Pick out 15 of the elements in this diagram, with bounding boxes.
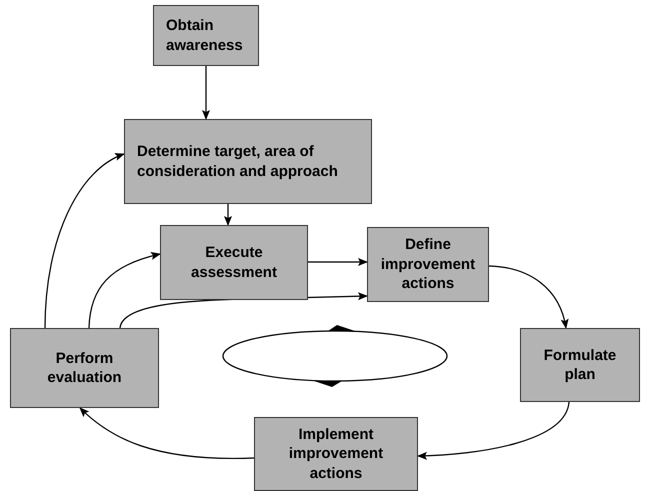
arrow [488, 265, 568, 329]
process-box: Define improvement actions [367, 227, 489, 302]
arrow [44, 153, 125, 328]
process-box: Perform evaluation [10, 328, 159, 408]
process-box: Formulate plan [520, 328, 640, 402]
arrow [79, 407, 254, 460]
process-box: Determine target, area of consideration and approach [124, 119, 372, 204]
arrow [224, 204, 232, 226]
process-box: Execute assessment [160, 225, 308, 300]
process-box: Implement improvement actions [254, 417, 418, 491]
arrow [88, 252, 161, 328]
arrow [202, 66, 210, 120]
process-box: Obtain awareness [153, 5, 259, 66]
arrow [417, 402, 570, 460]
arrow [308, 258, 368, 266]
